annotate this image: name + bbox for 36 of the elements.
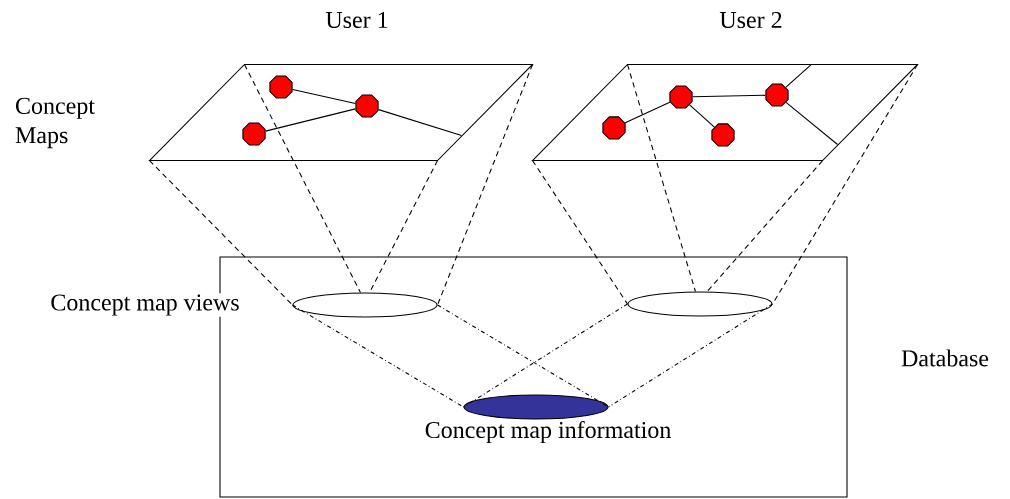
connector-line [785, 101, 839, 145]
filled-ellipse [463, 394, 609, 420]
node-label: Database [901, 349, 989, 367]
concept-icon [669, 85, 693, 109]
heading: User 2 [719, 11, 782, 29]
concept-map-plane [531, 63, 919, 162]
projection-line [531, 160, 628, 305]
concept-icon [355, 94, 379, 118]
concept-icon [711, 123, 735, 147]
projection-line [437, 63, 534, 306]
concept-icon [242, 122, 266, 146]
connector-line [692, 94, 766, 98]
concept-map-plane [148, 63, 534, 162]
connector-line [292, 89, 356, 104]
view-ellipse [627, 291, 773, 317]
view-ellipse [292, 292, 438, 318]
mapping-line [437, 304, 610, 408]
mapping-line [291, 304, 464, 408]
mapping-line [608, 303, 774, 408]
concept-icon [602, 116, 626, 140]
node-label: Concept map views [49, 293, 241, 317]
side-label: Concept Maps [15, 97, 95, 149]
concept-icon [269, 75, 293, 99]
connector-line [265, 108, 356, 132]
projection-line [369, 160, 439, 294]
node-label: Concept map information [425, 421, 671, 443]
projection-line [148, 160, 293, 306]
connector-line [689, 104, 715, 128]
connector-line [378, 109, 463, 136]
projection-line [772, 63, 919, 305]
projection-line [243, 63, 361, 294]
concept-icon [765, 83, 789, 107]
connector-line [624, 101, 671, 124]
connector-line [785, 63, 812, 88]
heading: User 1 [325, 11, 388, 29]
mapping-line [462, 303, 628, 408]
